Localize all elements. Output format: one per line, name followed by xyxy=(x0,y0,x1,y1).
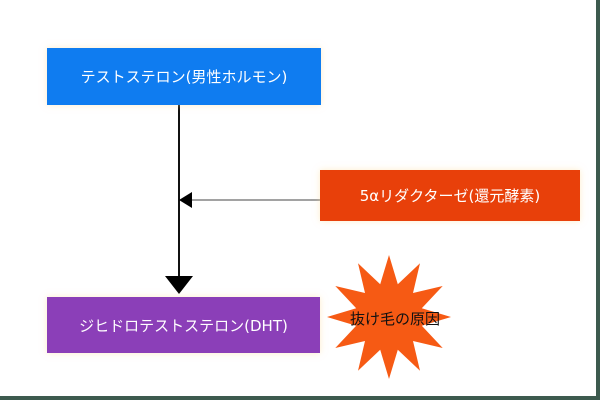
frame-border-right xyxy=(596,0,600,400)
main-arrowhead xyxy=(165,276,193,294)
dht-label: ジヒドロテストステロン(DHT) xyxy=(79,316,288,335)
enzyme-arrowhead xyxy=(179,192,192,208)
reductase-node: 5αリダクターゼ(還元酵素) xyxy=(320,170,580,221)
reductase-label: 5αリダクターゼ(還元酵素) xyxy=(359,187,541,205)
frame-border-bottom xyxy=(0,396,600,400)
testosterone-label: テストステロン(男性ホルモン) xyxy=(80,68,288,86)
hair-loss-cause-label: 抜け毛の原因 xyxy=(350,310,441,328)
testosterone-node: テストステロン(男性ホルモン) xyxy=(47,48,321,105)
starburst-shape xyxy=(327,255,451,379)
dht-node: ジヒドロテストステロン(DHT) xyxy=(47,297,320,353)
